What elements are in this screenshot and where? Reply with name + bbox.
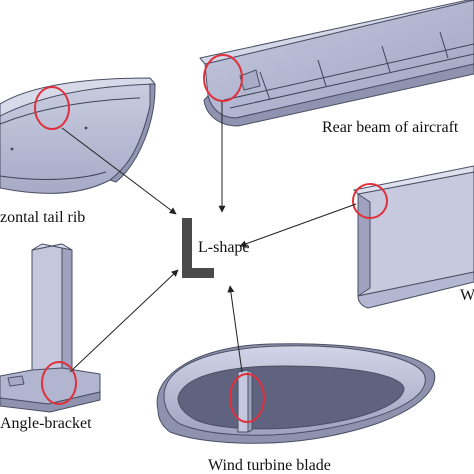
tail-rib-part xyxy=(0,77,156,194)
angle-bracket-part xyxy=(0,243,101,413)
tail-rib-corner-marker xyxy=(34,86,70,130)
center-label: L-shape xyxy=(198,239,250,256)
bracket-label: Angle-bracket xyxy=(0,415,92,432)
wing-label: W xyxy=(460,287,474,304)
arrow-from-tail-rib xyxy=(61,127,177,215)
bracket-corner-marker xyxy=(41,361,77,405)
arrow-from-bracket xyxy=(69,269,179,373)
arrow-from-wing xyxy=(239,203,357,248)
blade-corner-marker xyxy=(229,373,265,423)
l-shape-symbol xyxy=(182,218,214,278)
rear-beam-corner-marker xyxy=(203,54,243,102)
tail-rib-label: zontal tail rib xyxy=(0,209,85,226)
rear-beam-label: Rear beam of aircraft xyxy=(322,119,459,136)
rear-beam-part xyxy=(199,0,474,127)
wing-part xyxy=(353,165,474,309)
arrow-from-blade xyxy=(227,285,243,373)
turbine-blade-part xyxy=(156,343,436,444)
wing-corner-marker xyxy=(352,183,388,219)
turbine-label: Wind turbine blade xyxy=(208,457,331,474)
